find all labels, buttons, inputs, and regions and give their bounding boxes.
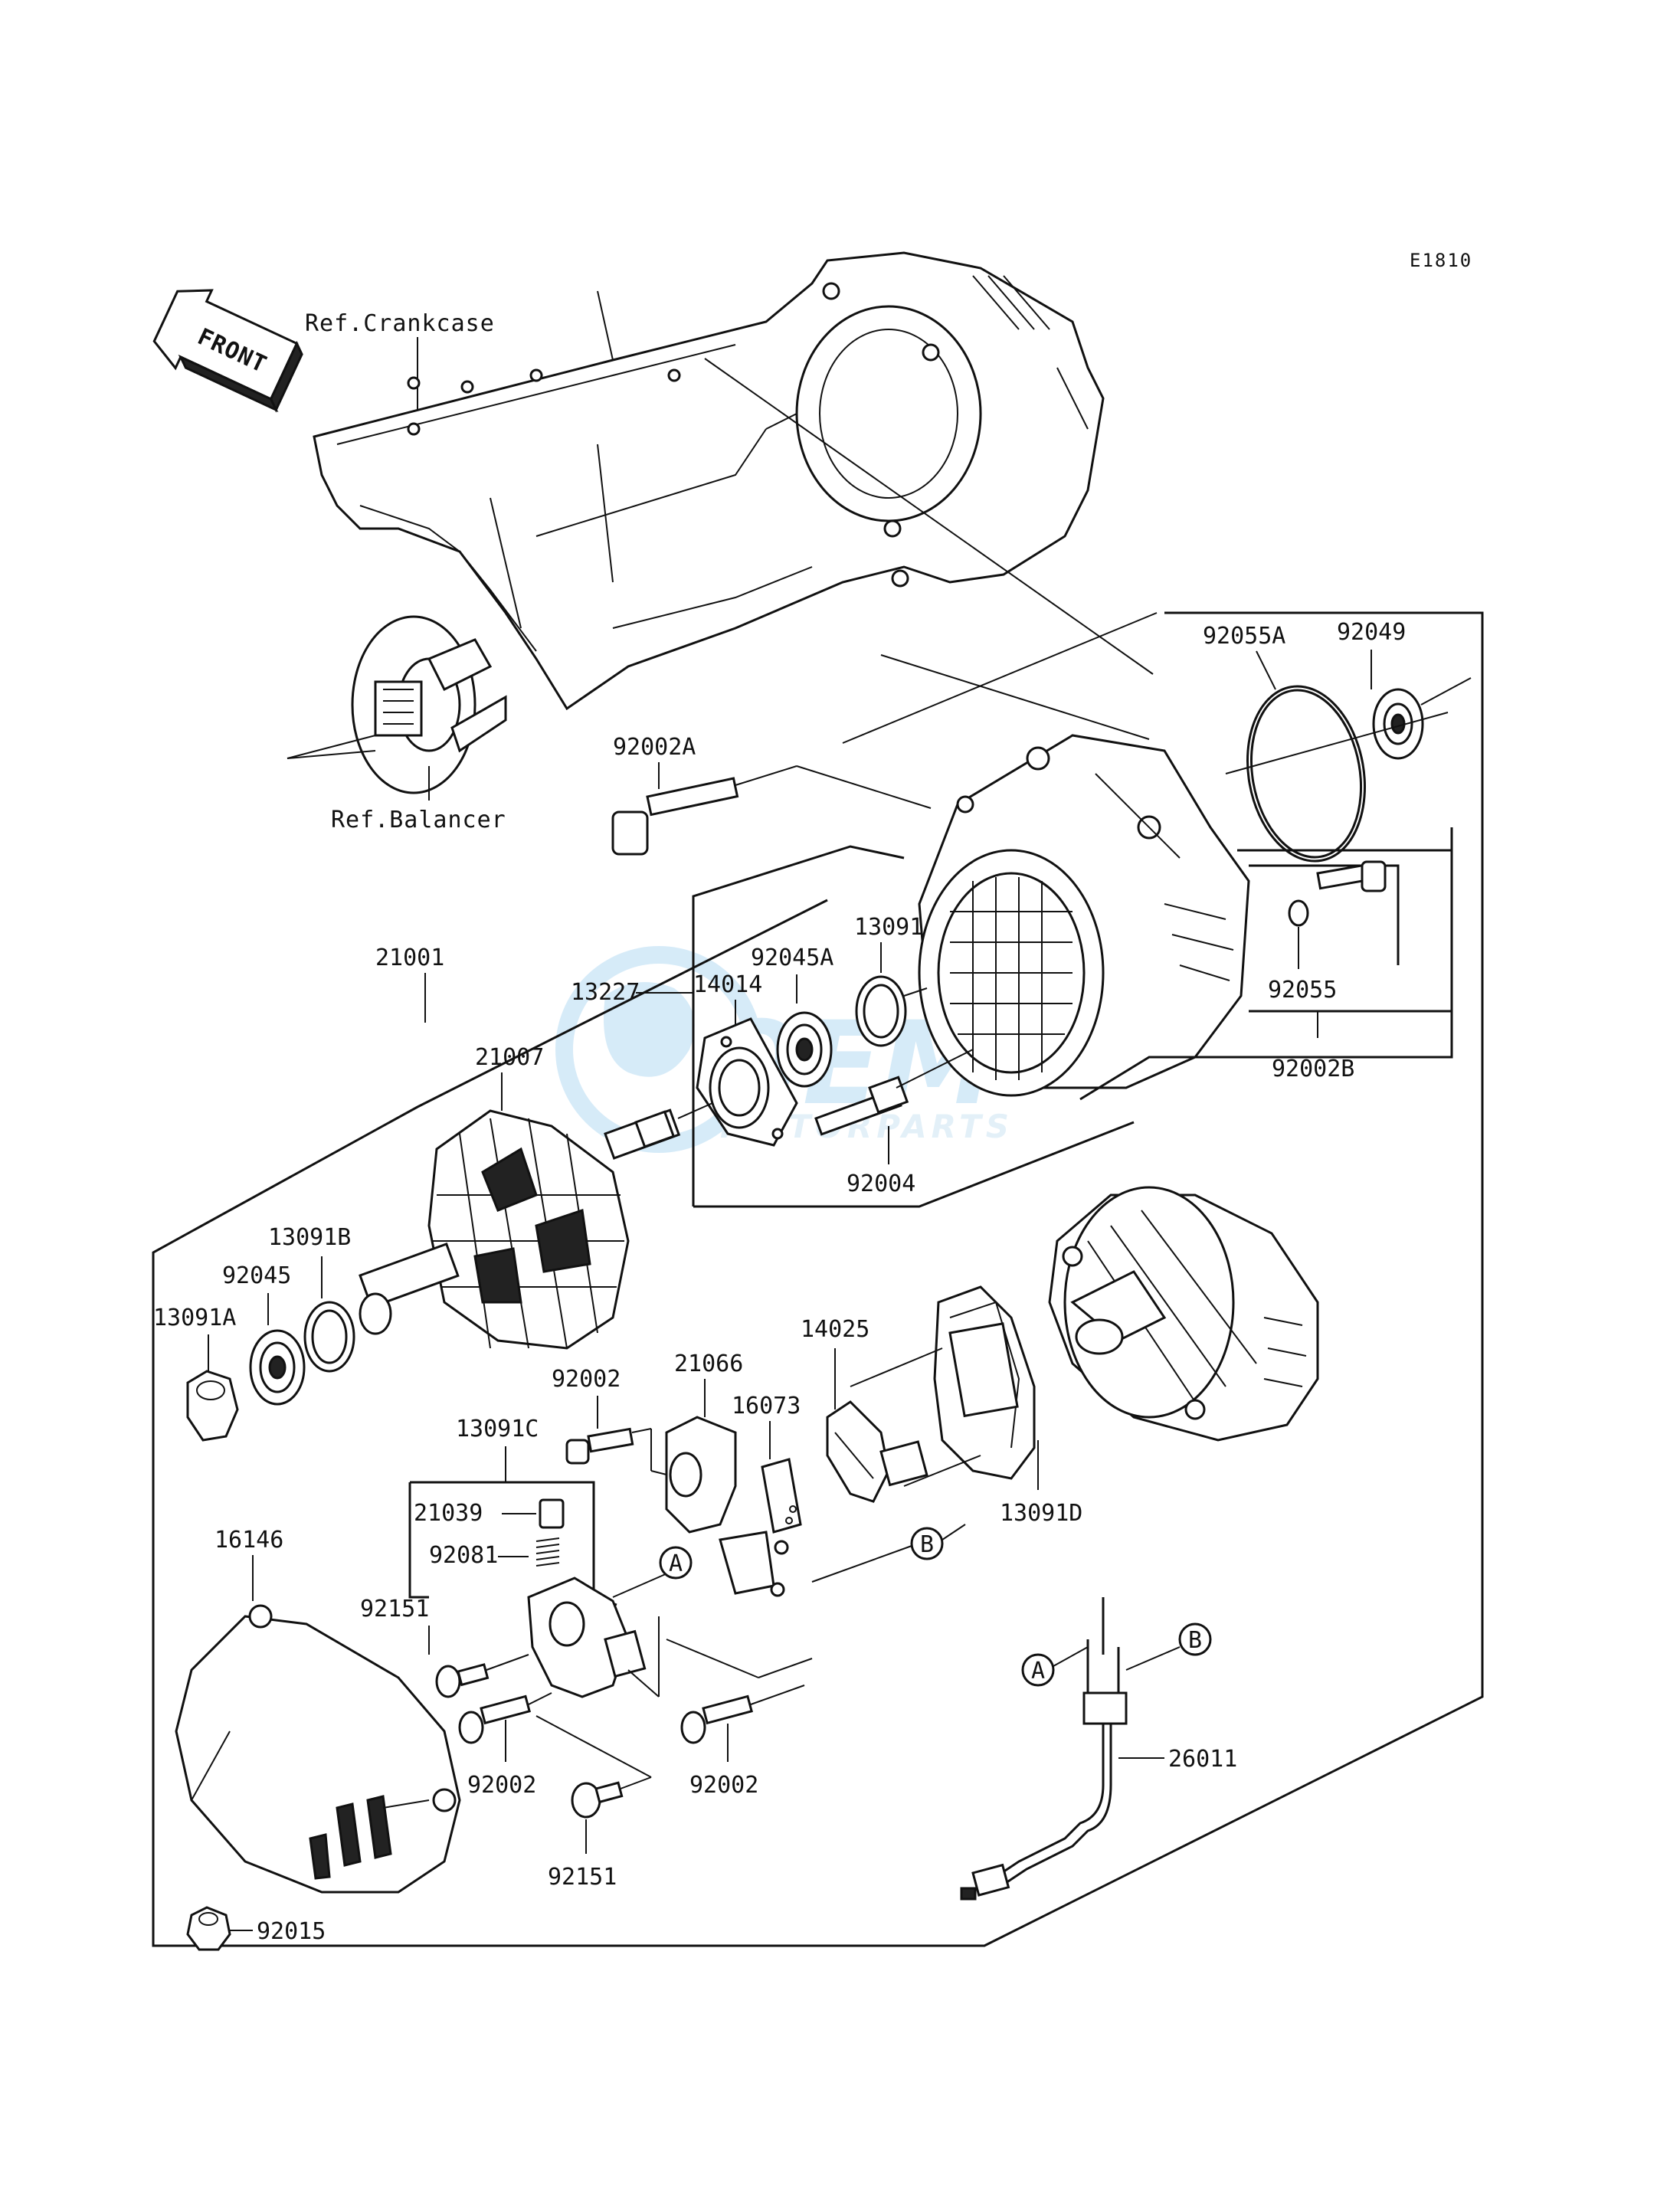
callout-b-top: B bbox=[910, 1527, 944, 1560]
part-92045A-label: 92045A bbox=[751, 945, 833, 971]
part-92055-oring bbox=[1288, 899, 1309, 927]
svg-text:B: B bbox=[920, 1531, 934, 1558]
part-92015-nut bbox=[186, 1906, 231, 1951]
part-21001-label: 21001 bbox=[375, 945, 444, 971]
svg-text:B: B bbox=[1188, 1627, 1202, 1654]
part-14025-label: 14025 bbox=[801, 1316, 869, 1343]
balancer-reference bbox=[351, 615, 507, 794]
callout-a-top: A bbox=[659, 1546, 693, 1580]
part-92002B-bolt bbox=[1316, 860, 1387, 892]
part-92055A-oring bbox=[1246, 685, 1367, 863]
part-16146-rear-cover bbox=[175, 1604, 461, 1894]
callout-a-bottom: A bbox=[1021, 1653, 1055, 1687]
front-arrow-icon: FRONT bbox=[152, 289, 303, 413]
part-13091C-label: 13091C bbox=[456, 1416, 539, 1442]
part-92151-bottom-label: 92151 bbox=[548, 1864, 617, 1891]
part-14025-regulator bbox=[826, 1400, 928, 1503]
part-92151-bottom-screw bbox=[571, 1781, 624, 1819]
part-92151-left-label: 92151 bbox=[360, 1596, 429, 1622]
part-13227-label: 13227 bbox=[571, 979, 640, 1006]
part-13091A-nut bbox=[186, 1370, 239, 1442]
part-14014-holder-plate bbox=[696, 1017, 798, 1147]
part-92002A-label: 92002A bbox=[613, 734, 696, 761]
part-92055A-label: 92055A bbox=[1203, 623, 1285, 650]
part-92049-label: 92049 bbox=[1337, 619, 1406, 646]
part-92045A-bearing bbox=[776, 1011, 833, 1088]
part-92081-spring bbox=[535, 1537, 560, 1567]
assembly-boundary bbox=[152, 611, 1484, 1947]
part-92015-label: 92015 bbox=[257, 1918, 326, 1945]
part-92002-top-bolt bbox=[565, 1427, 634, 1465]
svg-text:A: A bbox=[1031, 1658, 1045, 1685]
alternator-housing bbox=[918, 734, 1250, 1097]
part-21066-brush-holder bbox=[665, 1416, 789, 1597]
part-26011-harness bbox=[960, 1597, 1128, 1901]
part-92049-bearing bbox=[1372, 688, 1424, 760]
rear-end-cover bbox=[1048, 1186, 1319, 1442]
part-13091B-label: 13091B bbox=[268, 1224, 351, 1251]
part-92002-top-label: 92002 bbox=[552, 1366, 621, 1393]
part-13091-seal bbox=[855, 975, 907, 1047]
part-92081-label: 92081 bbox=[429, 1542, 498, 1569]
part-92002-mid-bolt bbox=[458, 1694, 531, 1744]
part-26011-label: 26011 bbox=[1168, 1746, 1237, 1773]
part-92004-stud bbox=[814, 1076, 909, 1136]
part-14014-label: 14014 bbox=[693, 971, 762, 998]
brush-housing bbox=[527, 1577, 647, 1698]
part-13091D-bracket bbox=[933, 1285, 1036, 1480]
part-16073-brush bbox=[761, 1458, 802, 1534]
bearing-holder-boundary bbox=[692, 845, 905, 1207]
ref-balancer-label: Ref.Balancer bbox=[331, 807, 506, 833]
diagram-code: E1810 bbox=[1410, 250, 1472, 271]
ref-crankcase-label: Ref.Crankcase bbox=[305, 310, 495, 337]
part-13091A-label: 13091A bbox=[153, 1305, 236, 1331]
part-92045-label: 92045 bbox=[222, 1262, 291, 1289]
callout-b-bottom: B bbox=[1178, 1622, 1212, 1656]
part-21039-label: 21039 bbox=[414, 1500, 483, 1527]
part-92004-label: 92004 bbox=[847, 1171, 915, 1197]
part-92002-right-label: 92002 bbox=[689, 1772, 758, 1799]
crankcase-reference bbox=[313, 251, 1105, 711]
part-13091-label: 13091 bbox=[854, 914, 923, 941]
part-16073-label: 16073 bbox=[732, 1393, 801, 1419]
part-13091B-seal bbox=[303, 1301, 355, 1373]
part-21066-label: 21066 bbox=[674, 1351, 743, 1377]
part-92045-bearing bbox=[249, 1329, 306, 1406]
svg-text:A: A bbox=[669, 1550, 683, 1577]
part-92055-label: 92055 bbox=[1268, 977, 1337, 1004]
part-92002-mid-label: 92002 bbox=[467, 1772, 536, 1799]
part-16146-label: 16146 bbox=[215, 1527, 283, 1554]
part-92151-left-screw bbox=[435, 1663, 490, 1698]
part-92002-right-bolt bbox=[680, 1694, 753, 1744]
part-21007-label: 21007 bbox=[475, 1044, 544, 1071]
part-92002B-label: 92002B bbox=[1272, 1056, 1354, 1082]
part-13091D-label: 13091D bbox=[1000, 1500, 1082, 1527]
part-21039-brush bbox=[539, 1498, 565, 1529]
part-92002A-bolt bbox=[611, 777, 739, 856]
part-21007-rotor bbox=[359, 1108, 681, 1350]
